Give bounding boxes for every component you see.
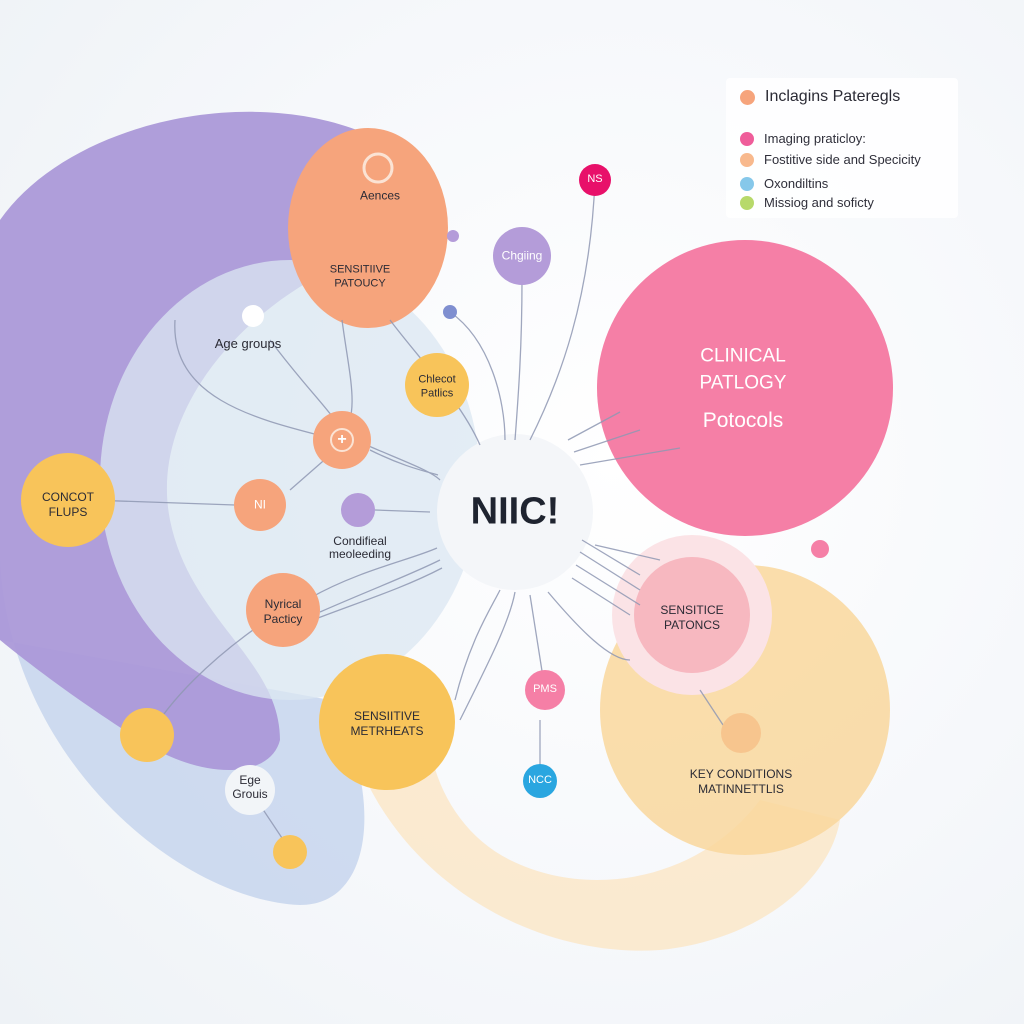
ncc-label: NCC xyxy=(528,774,552,787)
white-dot xyxy=(242,305,264,327)
legend-item: Fostitive side and Specicity xyxy=(740,152,921,167)
cream-arc-blob xyxy=(340,690,840,951)
sensitice-patoncs-bubble xyxy=(634,557,750,673)
center-hub-label: NIIC! xyxy=(470,490,560,533)
age-groups-label: Age groups xyxy=(214,335,282,351)
legend-item-label: Fostitive side and Specicity xyxy=(764,152,921,167)
concot-flups-node xyxy=(21,453,115,547)
legend-swatch xyxy=(740,152,754,167)
chging-node xyxy=(493,227,551,285)
chlecot-patlics-label: Chlecot Patlics xyxy=(418,373,456,399)
legend-title: Inclagins Pateregls xyxy=(765,88,901,105)
legend-item-label: Oxondiltins xyxy=(764,176,829,191)
legend-item-label: Missiog and soficty xyxy=(764,195,874,210)
legend-swatch xyxy=(740,176,754,191)
legend-swatch xyxy=(740,131,754,146)
ege-grouis-node xyxy=(225,765,275,815)
aences-node-ring xyxy=(362,152,394,184)
legend: Inclagins Pateregls Imaging praticloy: F… xyxy=(726,78,958,218)
small-pink-dot xyxy=(811,540,829,558)
aences-node-dot xyxy=(370,160,386,176)
key-conditions-label: KEY CONDITIONS MATINNETTLIS xyxy=(689,767,793,796)
small-lavender-dot xyxy=(447,230,459,242)
concot-flups-label: CONCOT FLUPS xyxy=(42,490,94,519)
small-blue-dot xyxy=(443,305,457,319)
sensitive-metrheats-node xyxy=(319,654,455,790)
legend-title-row: Inclagins Pateregls xyxy=(740,88,900,106)
legend-swatch xyxy=(740,195,754,210)
legend-title-swatch xyxy=(740,89,755,105)
center-hub xyxy=(437,434,593,590)
nil-node xyxy=(234,479,286,531)
ncc-node xyxy=(523,764,557,798)
pms-node xyxy=(525,670,565,710)
chlecot-patlics-node xyxy=(405,353,469,417)
clinical-patlogy-bubble xyxy=(597,240,893,536)
sensitive-patoucy-label: SENSITIIVE PATOUCY xyxy=(329,263,391,289)
legend-item: Imaging praticloy: xyxy=(740,131,866,146)
legend-item: Oxondiltins xyxy=(740,176,828,191)
light-blue-ring xyxy=(100,260,480,700)
pms-label: PMS xyxy=(533,683,557,696)
aences-label: Aences xyxy=(359,188,401,203)
sensitive-patoucy-bubble xyxy=(288,128,448,328)
nyrical-pacticy-label: Nyrical Pacticy xyxy=(263,597,303,626)
nyrical-pacticy-node xyxy=(246,573,320,647)
condifieal-label: Condifieal meoleeding xyxy=(328,533,392,561)
plus-node-ring xyxy=(313,411,371,469)
key-conditions-dot xyxy=(721,713,761,753)
sensitive-metrheats-label: SENSIITIVE METRHEATS xyxy=(350,709,424,738)
yellow-dot-bottom xyxy=(273,835,307,869)
ege-grouis-label: Ege Grouis xyxy=(232,773,268,801)
plus-icon: + xyxy=(337,431,347,448)
legend-item: Missiog and soficty xyxy=(740,195,874,210)
ns-node xyxy=(579,164,611,196)
plus-node-inner xyxy=(330,428,354,452)
condifieal-node xyxy=(341,493,375,527)
chging-label: Chgiing xyxy=(501,248,543,263)
sensitice-patoncs-label: SENSITICE PATONCS xyxy=(660,603,724,632)
clinical-patlogy-label: CLINICAL PATLOGY xyxy=(699,345,787,393)
nil-label: NI xyxy=(254,497,266,512)
legend-item-label: Imaging praticloy: xyxy=(764,131,866,146)
yellow-dot-left xyxy=(120,708,174,762)
potocols-label: Potocols xyxy=(702,408,784,432)
ns-label: NS xyxy=(587,173,603,186)
